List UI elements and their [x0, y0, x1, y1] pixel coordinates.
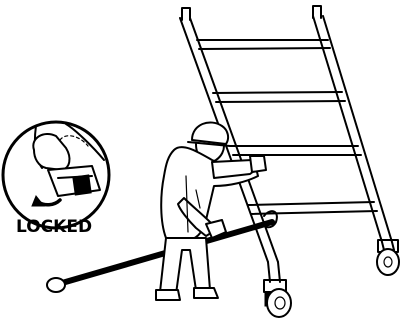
right-hand: [250, 156, 266, 172]
right-spigot: [313, 6, 321, 18]
right-boot: [194, 288, 218, 298]
hard-hat: [192, 122, 228, 144]
rung-2: [213, 92, 345, 102]
right-upright-inner: [323, 16, 392, 242]
inset-lock-pedal: [73, 175, 91, 195]
lever-bar-end: [47, 278, 65, 292]
left-spigot: [182, 8, 190, 20]
left-castor-wheel: [264, 280, 291, 317]
inset-detail: LOCKED: [3, 122, 109, 237]
locked-label: LOCKED: [16, 217, 92, 237]
right-upright-outer: [313, 16, 382, 242]
rung-1: [197, 40, 330, 49]
right-castor-wheel: [377, 240, 399, 275]
rung-3: [230, 146, 361, 155]
legs: [160, 238, 210, 294]
left-boot: [156, 290, 180, 300]
